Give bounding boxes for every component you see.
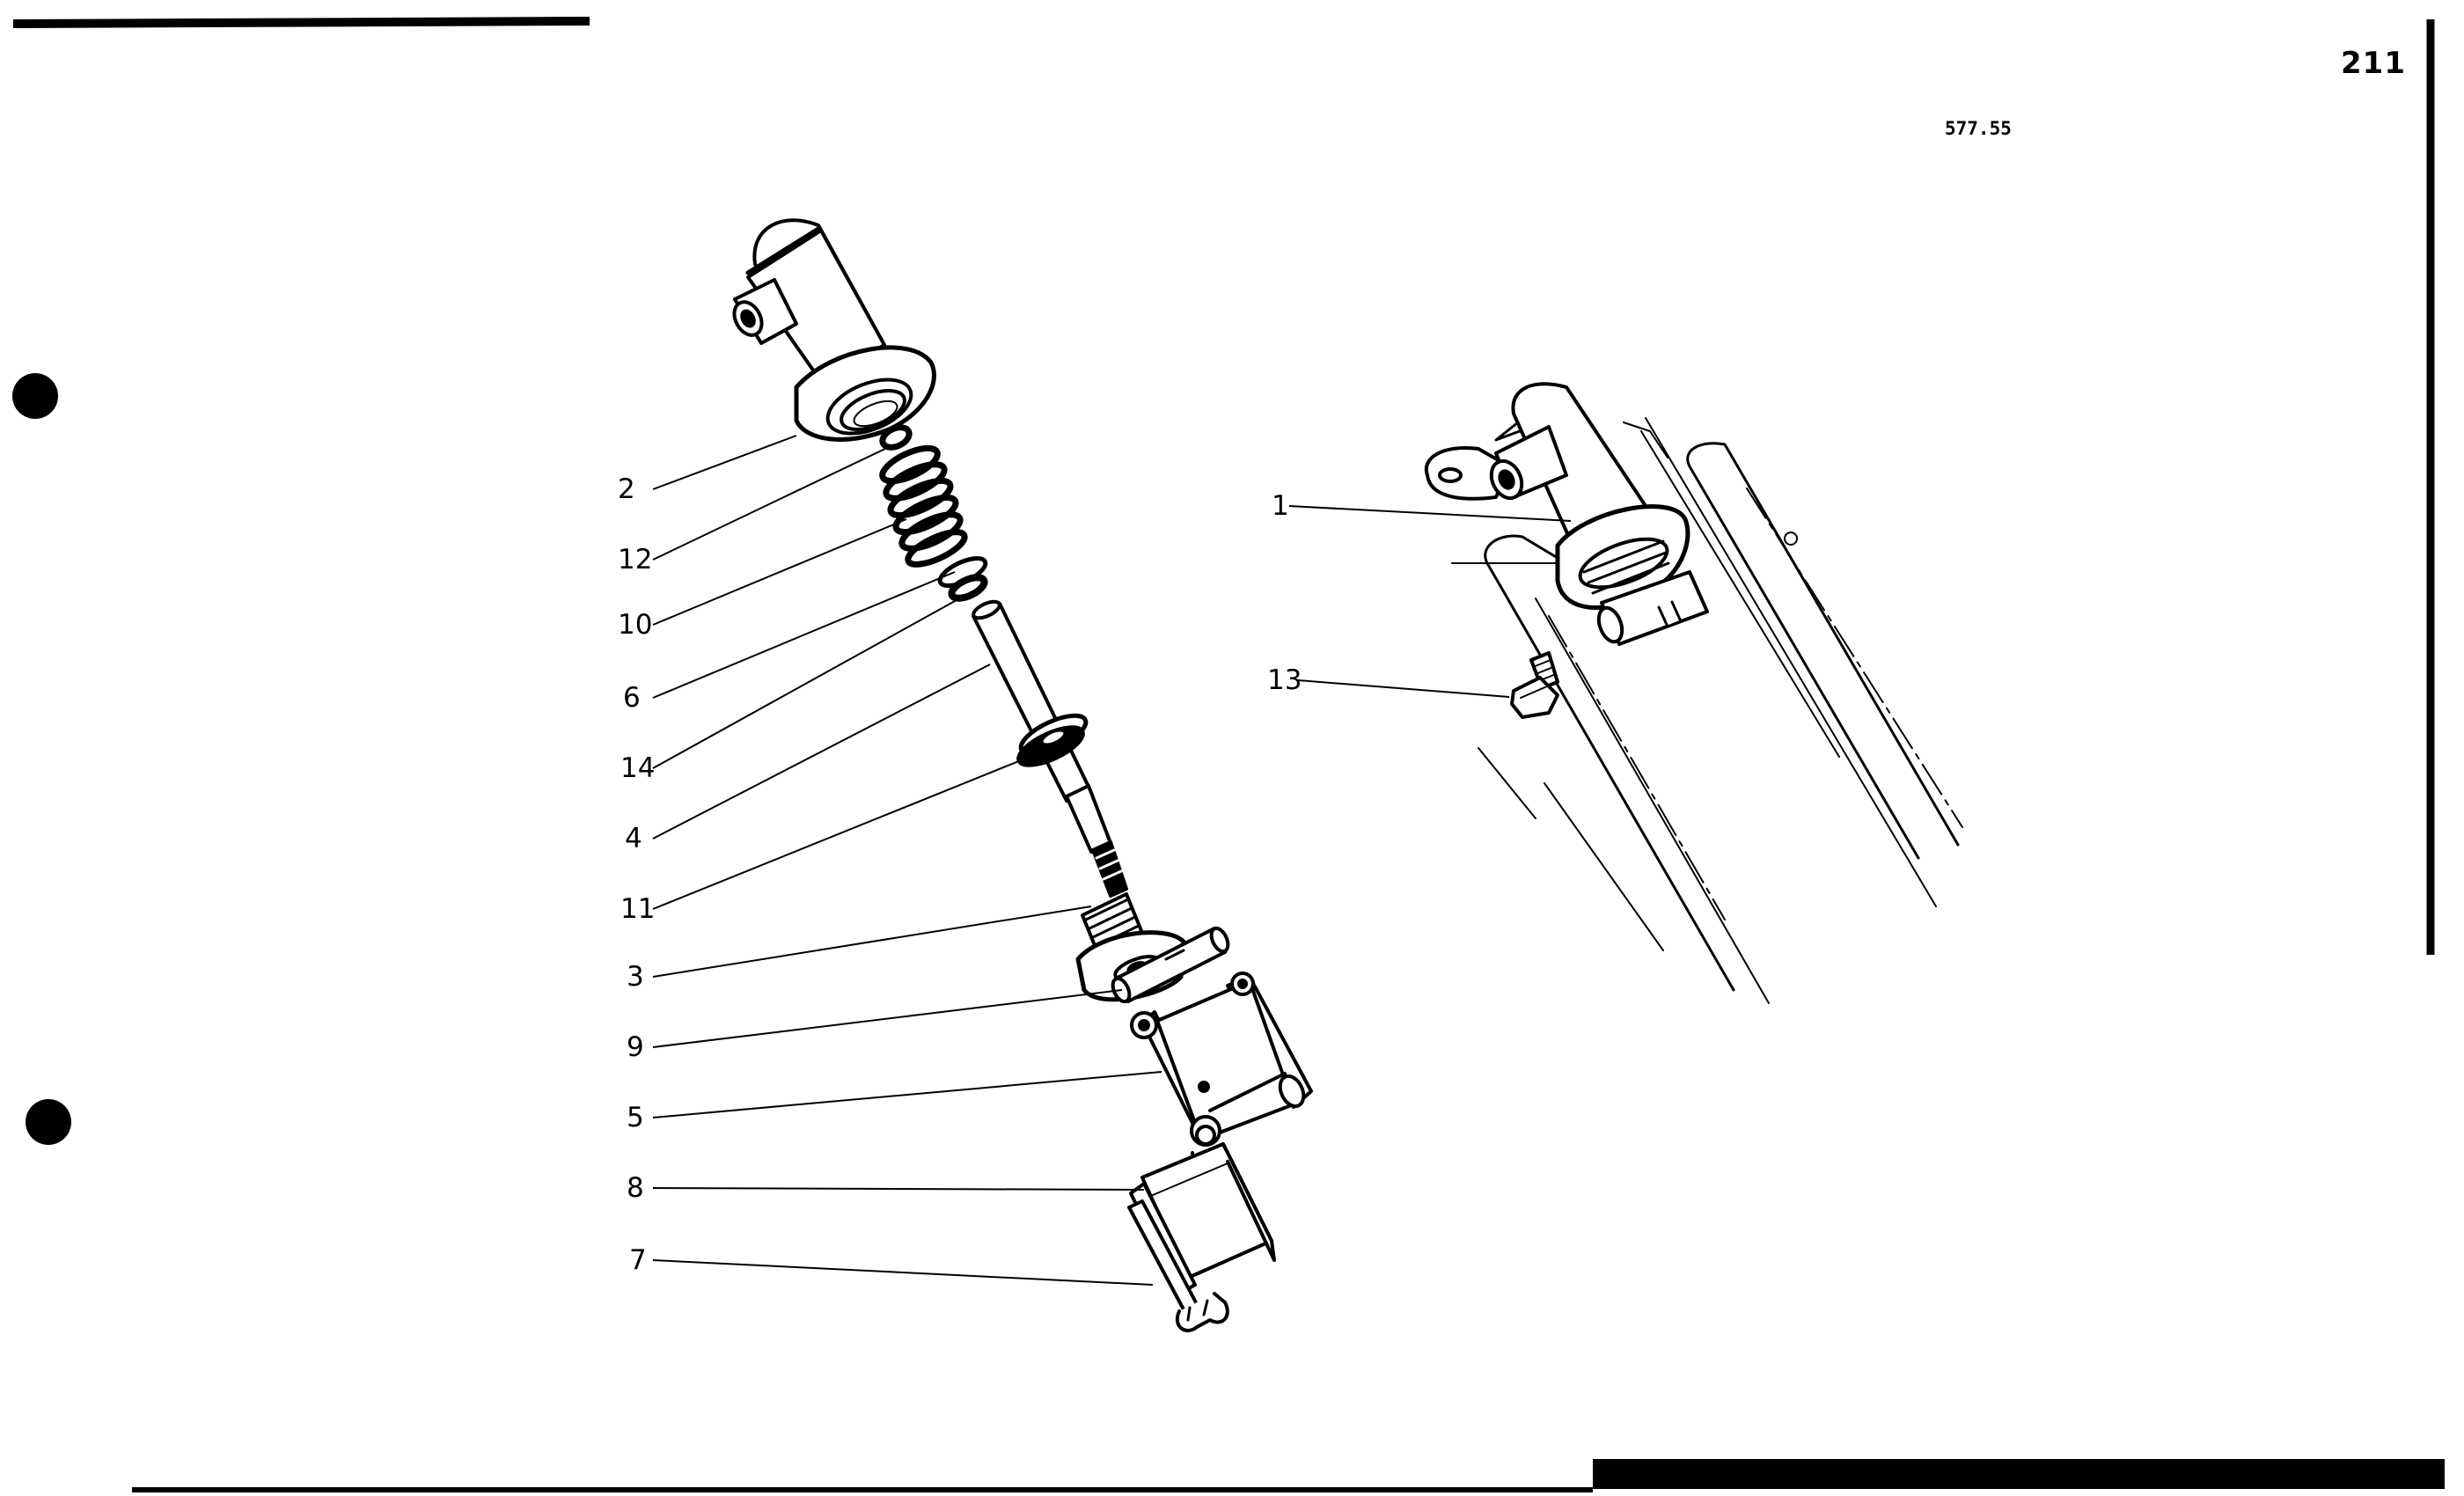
mounting-frame [1451,417,1963,1004]
binder-hole-icon [26,1099,71,1145]
callout-2: 2 [618,473,635,505]
callout-11: 11 [620,893,655,925]
callout-10: 10 [618,609,652,641]
callout-7: 7 [629,1244,647,1276]
part-5-clevis-bracket [1130,972,1313,1172]
callout-12: 12 [618,544,652,576]
callout-5: 5 [627,1102,644,1133]
callout-labels: 2 12 10 6 14 4 11 3 9 5 8 7 1 13 [618,473,1302,1276]
page-number: 211 [2341,46,2406,81]
binder-hole-icon [12,373,58,419]
scan-border [12,17,2445,1492]
callout-1: 1 [1272,490,1289,522]
callout-3: 3 [627,961,644,993]
callout-6: 6 [623,682,641,714]
part-12-seal [879,424,913,451]
callout-8: 8 [627,1172,644,1204]
part-7-clip [1127,1199,1229,1332]
part-10-spring [879,444,968,568]
part-1-installed-cylinder [1424,382,1709,646]
callout-4: 4 [625,823,642,854]
callout-14: 14 [620,752,655,784]
part-9-pin [1111,926,1230,1004]
leader-lines [652,435,1572,1286]
part-13-screw [1510,651,1559,719]
part-11-rod-seal [1016,713,1089,767]
callout-9: 9 [627,1031,644,1063]
part-14-o-ring [948,574,988,602]
callout-13: 13 [1267,664,1302,696]
part-2-cylinder-body [732,218,936,442]
figure-code: 577.55 [1945,118,2012,139]
